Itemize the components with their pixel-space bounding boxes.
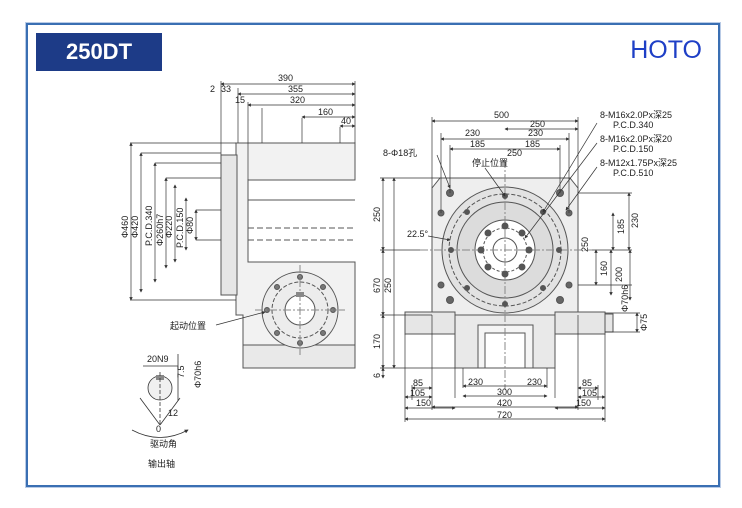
dim-105-left: 105 [410, 388, 425, 398]
dim-phi220: Φ220 [164, 216, 174, 238]
right-output-shaft [604, 313, 614, 333]
drive-angle-label: 驱动角 [150, 438, 177, 449]
dim-185-right-v: 185 [616, 219, 626, 234]
dim-160-right-v: 160 [599, 261, 609, 276]
dim-150-left: 150 [416, 398, 431, 408]
dim-230-bottom-left: 230 [468, 377, 483, 387]
dim-390: 390 [278, 73, 293, 83]
callout-leaders [436, 122, 598, 239]
dim-670: 670 [372, 278, 382, 293]
left-vertical-dimensions [129, 142, 236, 301]
callout-m12-25: 8-M12x1.75Px深25 [600, 158, 677, 168]
dim-85-left: 85 [413, 378, 423, 388]
right-right-dimensions [578, 192, 640, 333]
dim-phi460: Φ460 [120, 216, 130, 238]
dim-500: 500 [494, 110, 509, 120]
shaft-dia-dim: Φ70h6 [193, 361, 203, 388]
left-side-view [220, 142, 356, 369]
dim-85-right: 85 [582, 378, 592, 388]
dim-phi420: Φ420 [130, 216, 140, 238]
keyway-dim: 20N9 [147, 354, 169, 364]
dim-170: 170 [372, 334, 382, 349]
start-position-label: 起动位置 [170, 320, 206, 331]
flange-strip [220, 154, 238, 296]
dim-300: 300 [497, 387, 512, 397]
hole-label: 8-Φ18孔 [383, 148, 417, 158]
dim-phi75-right: Φ75 [639, 314, 649, 331]
dim-230-right: 230 [528, 128, 543, 138]
right-top-dimensions [431, 117, 579, 213]
dim-185-left: 185 [470, 139, 485, 149]
brand-name: HOTO [630, 36, 702, 64]
dim-230-bottom-right: 230 [527, 377, 542, 387]
dim-320: 320 [290, 95, 305, 105]
callout-pcd340: P.C.D.340 [613, 120, 653, 130]
dim-15: 15 [235, 95, 245, 105]
dim-phi70h6-right: Φ70h6 [620, 285, 630, 312]
dim-185-right: 185 [525, 139, 540, 149]
model-title-box: 250DT [36, 33, 162, 71]
dim-250-upper: 250 [372, 207, 382, 222]
dim-phi80: Φ80 [185, 217, 195, 234]
callout-pcd150: P.C.D.150 [613, 144, 653, 154]
output-shaft-label: 输出轴 [148, 458, 175, 469]
angle-dim: 12 [168, 408, 178, 418]
dim-250-right-v: 250 [580, 237, 590, 252]
angle-22-5: 22.5° [407, 229, 429, 239]
dim-2: 2 [210, 84, 215, 94]
right-lug [554, 311, 606, 335]
stop-position-label: 停止位置 [472, 157, 508, 168]
callout-m16-25: 8-M16x2.0Px深25 [600, 110, 672, 120]
dim-150-right: 150 [576, 398, 591, 408]
dim-40: 40 [341, 116, 351, 126]
dim-33: 33 [221, 84, 231, 94]
dim-720: 720 [497, 410, 512, 420]
dim-105-right: 105 [582, 388, 597, 398]
dim-pcd150: P.C.D.150 [175, 208, 185, 248]
dim-160: 160 [318, 107, 333, 117]
model-title: 250DT [65, 39, 133, 64]
right-bottom-dimensions [404, 315, 606, 422]
callout-pcd510: P.C.D.510 [613, 168, 653, 178]
callout-m16-20: 8-M16x2.0Px深20 [600, 134, 672, 144]
key-depth-dim: 7.5 [176, 365, 186, 378]
dim-230-left: 230 [465, 128, 480, 138]
dim-355: 355 [288, 84, 303, 94]
dim-250-top: 250 [530, 119, 545, 129]
dim-phi260h7: Φ260h7 [155, 214, 165, 246]
dim-250-lower: 250 [383, 278, 393, 293]
dim-230-right-v: 230 [630, 213, 640, 228]
zero-mark: 0 [156, 424, 161, 434]
right-left-dimensions [380, 177, 455, 379]
shaft-detail [131, 354, 189, 438]
dim-pcd340: P.C.D.340 [144, 206, 154, 246]
dim-420: 420 [497, 398, 512, 408]
dim-200-right-v: 200 [614, 267, 624, 282]
dim-250-center: 250 [507, 148, 522, 158]
right-front-view [404, 160, 614, 390]
dim-6: 6 [372, 373, 382, 378]
